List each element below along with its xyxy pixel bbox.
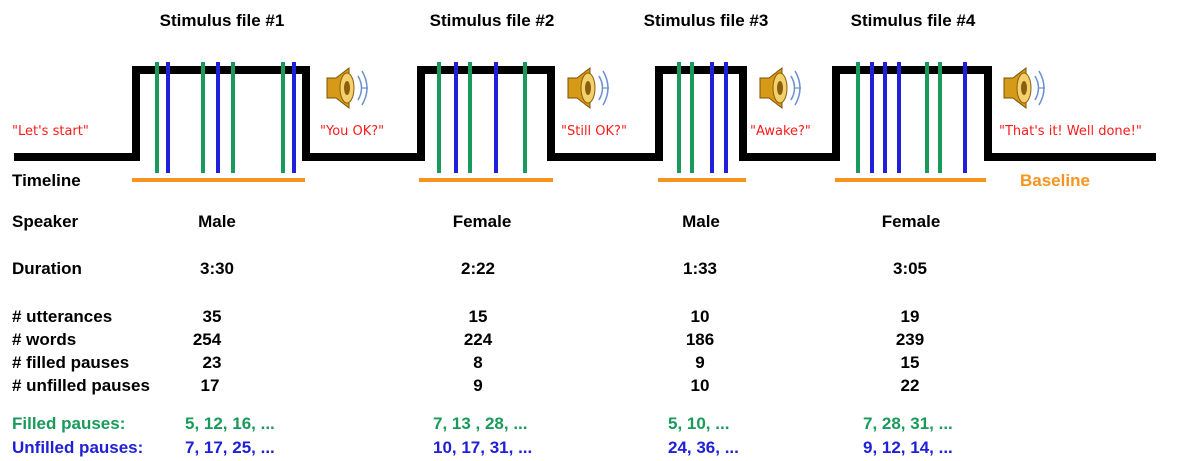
words-label: # words bbox=[12, 330, 76, 349]
unfilled-pause-list: 7, 17, 25, ... bbox=[185, 438, 275, 457]
utterances-value: 10 bbox=[691, 307, 710, 326]
duration-value: 2:22 bbox=[461, 259, 495, 278]
filled-pause-list: 7, 28, 31, ... bbox=[863, 414, 953, 433]
filled-pauses-count-label: # filled pauses bbox=[12, 353, 129, 372]
filled-pauses-list-label: Filled pauses: bbox=[12, 414, 125, 433]
speaker-value: Female bbox=[882, 212, 941, 231]
unfilled-pauses-value: 10 bbox=[691, 376, 710, 395]
filled-pause-list: 5, 12, 16, ... bbox=[185, 414, 275, 433]
speaker-icon bbox=[326, 67, 369, 109]
speaker-value: Male bbox=[198, 212, 236, 231]
unfilled-pause-list: 10, 17, 31, ... bbox=[433, 438, 532, 457]
prompt-you-ok: "You OK?" bbox=[320, 124, 384, 139]
duration-value: 3:30 bbox=[200, 259, 234, 278]
file-1-pause-markers bbox=[155, 62, 296, 173]
utterances-label: # utterances bbox=[12, 307, 112, 326]
file-2-title: Stimulus file #2 bbox=[430, 11, 555, 30]
words-value: 254 bbox=[193, 330, 222, 349]
unfilled-pause-list: 9, 12, 14, ... bbox=[863, 438, 953, 457]
file-3-stats: Male 1:33 10 186 9 10 5, 10, ... 24, 36,… bbox=[668, 212, 739, 457]
filled-pauses-value: 15 bbox=[901, 353, 920, 372]
duration-value: 3:05 bbox=[893, 259, 927, 278]
unfilled-pauses-count-label: # unfilled pauses bbox=[12, 376, 150, 395]
timeline-line bbox=[14, 66, 1156, 161]
filled-pauses-value: 9 bbox=[695, 353, 704, 372]
filled-pauses-value: 8 bbox=[473, 353, 482, 372]
file-2-pause-markers bbox=[437, 62, 527, 173]
file-4-stats: Female 3:05 19 239 15 22 7, 28, 31, ... … bbox=[863, 212, 953, 457]
file-3-title: Stimulus file #3 bbox=[644, 11, 769, 30]
filled-pause-list: 5, 10, ... bbox=[668, 414, 729, 433]
utterances-value: 15 bbox=[469, 307, 488, 326]
file-2-stats: Female 2:22 15 224 8 9 7, 13 , 28, ... 1… bbox=[433, 212, 532, 457]
speaker-label: Speaker bbox=[12, 212, 79, 231]
file-3-pause-markers bbox=[677, 62, 728, 173]
words-value: 186 bbox=[686, 330, 714, 349]
filled-pauses-value: 23 bbox=[203, 353, 222, 372]
unfilled-pause-list: 24, 36, ... bbox=[668, 438, 739, 457]
file-1-stats: Male 3:30 35 254 23 17 5, 12, 16, ... 7,… bbox=[185, 212, 275, 457]
file-4-pause-markers bbox=[856, 62, 967, 173]
file-1-title: Stimulus file #1 bbox=[160, 11, 285, 30]
unfilled-pauses-value: 9 bbox=[473, 376, 482, 395]
duration-label: Duration bbox=[12, 259, 82, 278]
unfilled-pauses-value: 22 bbox=[901, 376, 920, 395]
file-4-title: Stimulus file #4 bbox=[851, 11, 976, 30]
words-value: 239 bbox=[896, 330, 924, 349]
prompt-well-done: "That's it! Well done!" bbox=[999, 124, 1142, 139]
timeline-label: Timeline bbox=[12, 171, 81, 190]
utterances-value: 35 bbox=[203, 307, 222, 326]
words-value: 224 bbox=[464, 330, 493, 349]
speaker-value: Female bbox=[453, 212, 512, 231]
utterances-value: 19 bbox=[901, 307, 920, 326]
speaker-value: Male bbox=[682, 212, 720, 231]
prompt-awake: "Awake?" bbox=[750, 124, 811, 139]
unfilled-pauses-list-label: Unfilled pauses: bbox=[12, 438, 143, 457]
speaker-icon bbox=[759, 67, 802, 109]
duration-value: 1:33 bbox=[683, 259, 717, 278]
filled-pause-list: 7, 13 , 28, ... bbox=[433, 414, 528, 433]
speaker-icon bbox=[1003, 67, 1046, 109]
speaker-icon bbox=[567, 67, 610, 109]
prompt-lets-start: "Let's start" bbox=[12, 124, 89, 139]
unfilled-pauses-value: 17 bbox=[201, 376, 220, 395]
baseline-label: Baseline bbox=[1020, 171, 1090, 190]
prompt-still-ok: "Still OK?" bbox=[561, 124, 627, 139]
